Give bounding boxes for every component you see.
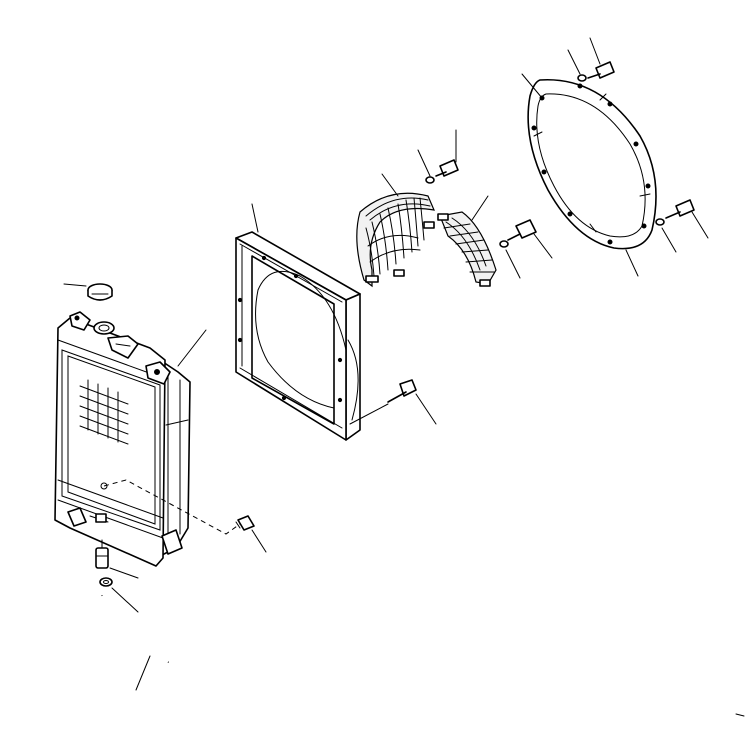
shroud-bolt	[387, 379, 417, 403]
lower-ring-guard	[437, 211, 497, 287]
radiator	[54, 311, 191, 567]
leader-drain-cock	[109, 567, 139, 579]
ring-bolt-top	[577, 61, 615, 82]
leader-drain-hose	[135, 655, 151, 691]
leader-ring-washer-top	[567, 49, 581, 75]
guard-bolt-upper	[425, 159, 459, 184]
leader-guard-washer-upper	[417, 149, 431, 177]
clamp	[99, 577, 113, 587]
leader-shroud-bolt	[415, 393, 437, 425]
leader-guard-bolt-lower	[533, 233, 553, 259]
radiator-core-grid	[79, 379, 129, 445]
leader-radiator	[177, 329, 207, 367]
leader-fan-shroud	[251, 203, 259, 233]
drain-cock	[95, 539, 109, 569]
drain-hose	[100, 595, 169, 664]
leader-ring-bolt-right	[691, 211, 709, 239]
leader-drain-plug	[251, 529, 267, 553]
drain-plug	[235, 515, 255, 531]
fan-ring	[527, 78, 657, 250]
radiator-cap	[87, 283, 113, 301]
leader-fan-ring-top	[521, 73, 543, 99]
leader-ring-washer-right	[661, 227, 677, 253]
leader-radiator-cap	[63, 283, 87, 287]
leader-shroud-bolt-target	[349, 403, 389, 425]
leader-lower-ring-guard	[471, 195, 489, 221]
leader-ring-bolt-top	[589, 37, 601, 65]
leader-fan-ring-bottom	[625, 249, 639, 277]
corner-mark	[735, 713, 745, 717]
dashed-drain-line	[103, 479, 241, 535]
guard-bolt-lower	[499, 219, 537, 248]
leader-upper-ring-guard	[381, 173, 399, 197]
ring-bolt-right	[655, 199, 695, 226]
leader-guard-washer-lower	[505, 249, 521, 279]
upper-ring-guard	[356, 192, 435, 288]
leader-clamp	[111, 587, 139, 613]
fan-shroud	[235, 231, 361, 441]
